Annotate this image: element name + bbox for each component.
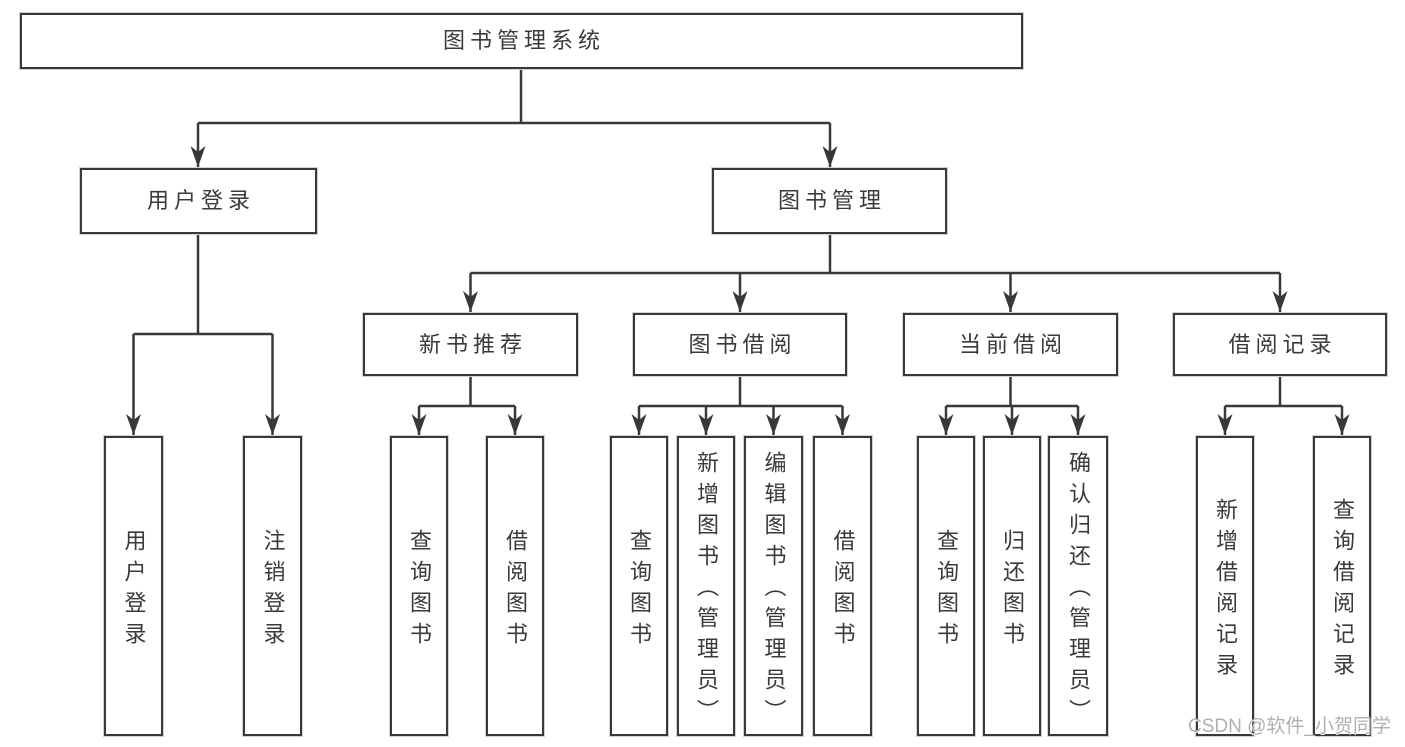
node-label: 当前借阅: [958, 331, 1067, 357]
leaf-borrow-books-recommend: 借阅图书: [486, 436, 544, 736]
leaf-user-login: 用户登录: [104, 436, 163, 736]
leaf-label: 确认归还（管理员）: [1066, 451, 1091, 730]
leaf-label: 新增图书（管理员）: [694, 451, 719, 730]
node-borrow-records: 借阅记录: [1173, 313, 1387, 376]
leaf-label: 归还图书: [1000, 528, 1025, 653]
node-label: 图书管理系统: [442, 28, 605, 53]
leaf-label: 注销登录: [260, 528, 286, 653]
leaf-label: 查询图书: [627, 528, 652, 653]
leaf-label: 编辑图书（管理员）: [761, 451, 787, 730]
node-label: 新书推荐: [418, 331, 527, 357]
leaf-return-book: 归还图书: [983, 436, 1041, 736]
node-book-borrow: 图书借阅: [633, 313, 847, 376]
leaf-label: 查询图书: [934, 528, 959, 653]
leaf-borrow-books-borrow: 借阅图书: [813, 436, 872, 736]
node-book-management: 图书管理: [712, 168, 947, 234]
leaf-label: 新增借阅记录: [1213, 497, 1238, 684]
node-label: 图书借阅: [688, 331, 797, 357]
node-new-book-recommend: 新书推荐: [363, 313, 578, 376]
node-label: 借阅记录: [1228, 331, 1337, 357]
leaf-add-book-admin: 新增图书（管理员）: [677, 436, 735, 736]
node-label: 图书管理: [777, 188, 886, 213]
leaf-label: 用户登录: [121, 528, 147, 653]
node-user-login: 用户登录: [80, 168, 317, 234]
leaf-query-books-current: 查询图书: [917, 436, 975, 736]
leaf-edit-book-admin: 编辑图书（管理员）: [744, 436, 803, 736]
node-library-management-system: 图书管理系统: [20, 13, 1023, 69]
csdn-watermark: CSDN @软件_小贺同学: [1188, 716, 1391, 737]
leaf-confirm-return-admin: 确认归还（管理员）: [1048, 436, 1108, 736]
node-label: 用户登录: [146, 188, 255, 213]
leaf-label: 查询图书: [407, 528, 432, 653]
leaf-logout: 注销登录: [243, 436, 302, 736]
leaf-label: 借阅图书: [503, 528, 528, 653]
leaf-label: 借阅图书: [830, 528, 856, 653]
leaf-query-books-recommend: 查询图书: [390, 436, 448, 736]
leaf-add-borrow-record: 新增借阅记录: [1196, 436, 1254, 736]
node-current-borrow: 当前借阅: [903, 313, 1118, 376]
leaf-query-books-borrow: 查询图书: [610, 436, 668, 736]
leaf-label: 查询借阅记录: [1330, 497, 1355, 684]
leaf-query-borrow-record: 查询借阅记录: [1313, 436, 1371, 736]
